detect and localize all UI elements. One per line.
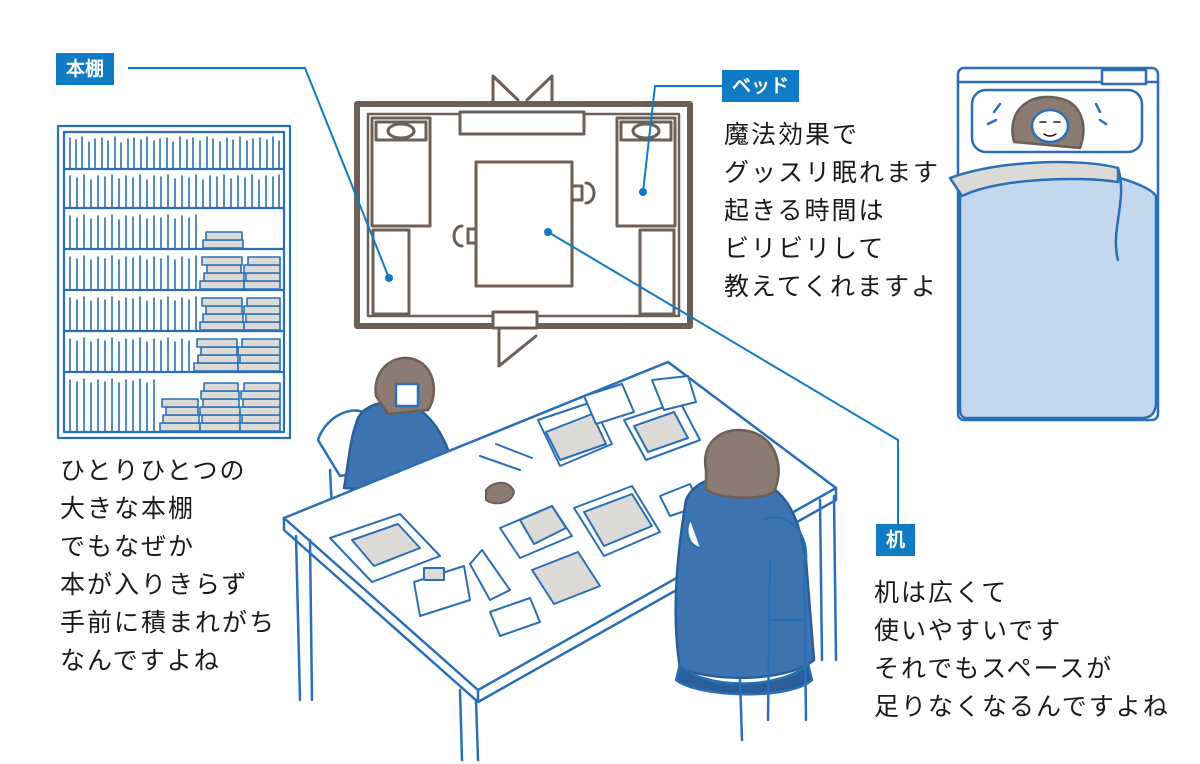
desk-scene-illustration <box>282 356 838 762</box>
desk-legs <box>294 494 838 762</box>
person-right <box>674 428 816 696</box>
caption-line: なんですよね <box>60 646 221 675</box>
caption-line: 起きる時間は <box>724 196 886 225</box>
caption-line: 魔法効果で <box>724 120 860 149</box>
bookshelf-label: 本棚 <box>56 53 115 85</box>
desk-leader-dot <box>544 228 552 236</box>
bed-blanket <box>958 169 1158 420</box>
bed-leader-dot <box>639 188 647 196</box>
bookshelf-illustration <box>56 124 292 440</box>
caption-line: 教えてくれますよ <box>724 272 939 301</box>
desk-label: 机 <box>876 524 916 556</box>
bed-caption: 魔法効果で グッスリ眠れます 起きる時間は ビリビリして 教えてくれますよ <box>724 116 940 306</box>
caption-line: でもなぜか <box>60 532 196 561</box>
sleeper-face <box>1030 108 1070 144</box>
floor-plan-door-bottom <box>491 310 539 368</box>
bed-leader-line <box>642 85 722 193</box>
bed-label: ベッド <box>722 70 800 102</box>
bookshelf-caption: ひとりひとつの 大きな本棚 でもなぜか 本が入りきらず 手前に積まれがち なんで… <box>60 452 276 680</box>
desk-caption: 机は広くて 使いやすいです それでもスペースが 足りなくなるんですよね <box>874 574 1170 726</box>
bookshelf-stacked-books <box>159 231 281 432</box>
bookshelf-book-spines <box>69 136 280 433</box>
floor-plan-illustration <box>354 74 693 368</box>
caption-line: 足りなくなるんですよね <box>874 692 1170 721</box>
chair-right <box>738 516 808 742</box>
caption-line: ビリビリして <box>724 234 886 263</box>
floor-plan-bed-right <box>615 116 677 316</box>
floor-plan-desk <box>452 160 596 288</box>
desk-items <box>329 375 701 637</box>
bed-illustration <box>948 66 1160 422</box>
caption-line: 大きな本棚 <box>60 494 196 523</box>
floor-plan-door-top <box>458 74 586 136</box>
bookshelf-leader-line <box>128 67 390 279</box>
caption-line: 使いやすいです <box>874 616 1063 645</box>
caption-line: 手前に積まれがち <box>60 608 277 637</box>
caption-line: グッスリ眠れます <box>724 158 941 187</box>
caption-line: 本が入りきらず <box>60 570 249 599</box>
caption-line: それでもスペースが <box>874 654 1114 683</box>
floor-plan-bed-left <box>370 116 432 316</box>
caption-line: ひとりひとつの <box>60 456 247 485</box>
leader-lines <box>128 67 899 528</box>
bookshelf-leader-dot <box>385 274 393 282</box>
bed-blanket-fold <box>948 160 1120 198</box>
caption-line: 机は広くて <box>874 578 1009 607</box>
desk-leader-line <box>547 231 899 528</box>
